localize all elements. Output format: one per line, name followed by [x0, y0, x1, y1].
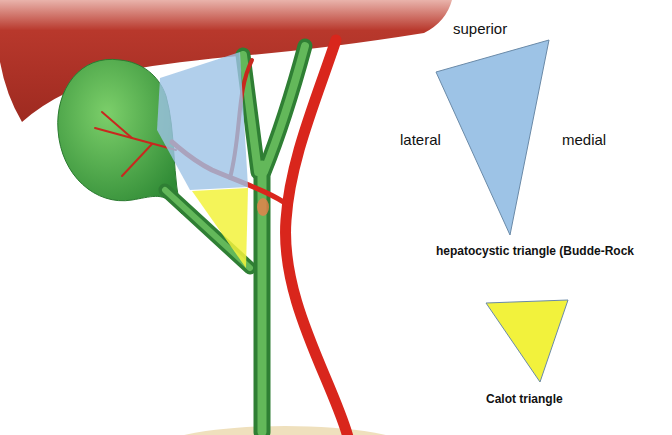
- direction-text: medial: [562, 131, 606, 148]
- duodenum: [160, 426, 410, 435]
- direction-label: superior: [453, 20, 507, 38]
- legend-text: Calot triangle: [486, 392, 563, 406]
- legend-swatch: [486, 300, 568, 382]
- legend-swatch: [436, 40, 549, 235]
- direction-text: superior: [453, 20, 507, 37]
- lymph-node: [257, 198, 269, 216]
- legend-text: hepatocystic triangle (Budde-Rock: [436, 244, 634, 258]
- arteries: [95, 40, 348, 435]
- direction-label: medial: [562, 131, 606, 149]
- hepatocystic-region: [157, 52, 248, 190]
- direction-label: lateral: [400, 131, 441, 149]
- calot-region: [192, 188, 248, 268]
- legend-item: Calot triangle: [486, 389, 563, 407]
- direction-text: lateral: [400, 131, 441, 148]
- legend-item: hepatocystic triangle (Budde-Rock: [436, 241, 634, 259]
